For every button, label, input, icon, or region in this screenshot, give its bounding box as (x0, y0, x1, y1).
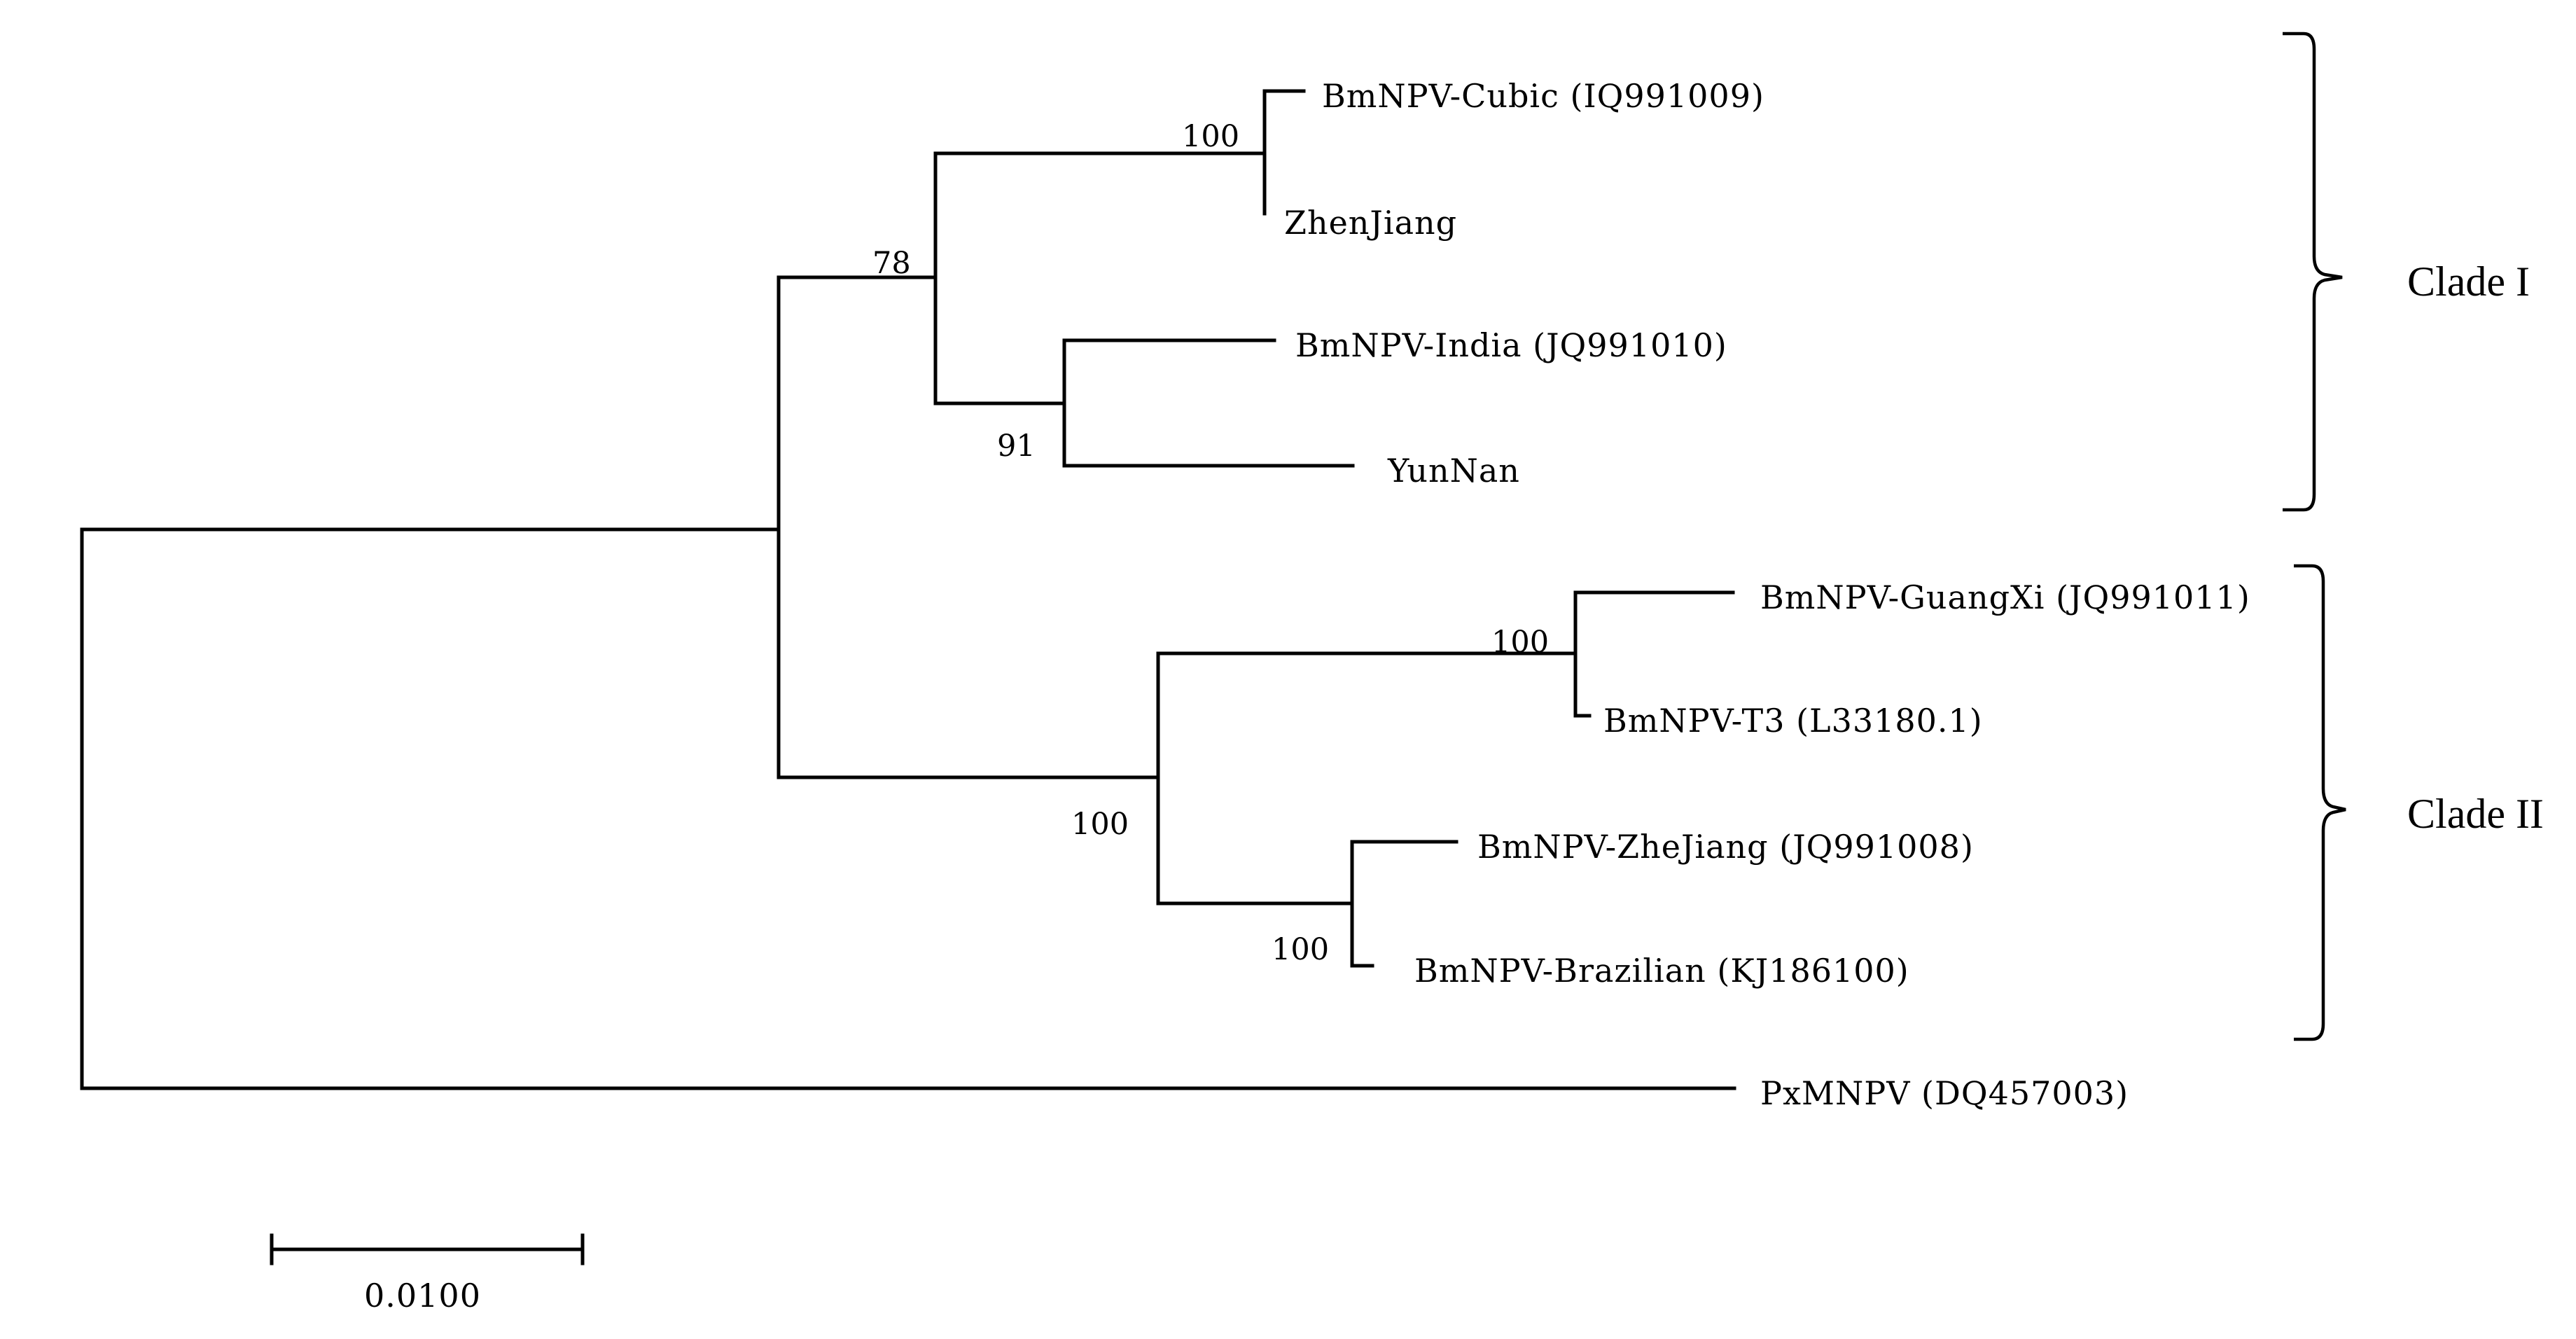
taxon-label-zhenjiang: ZhenJiang (1284, 204, 1457, 242)
clade1-label: Clade I (2407, 258, 2530, 305)
bootstrap-clade1-root: 78 (872, 246, 911, 281)
bootstrap-guangxi-t3: 100 (1491, 625, 1549, 660)
taxon-label-yunnan: YunNan (1387, 452, 1520, 490)
bootstrap-zhejiang-brazilian: 100 (1272, 932, 1329, 967)
clade2-bracket (2294, 564, 2346, 1041)
bootstrap-cubic-zhenjiang: 100 (1182, 119, 1239, 154)
taxon-label-t3: BmNPV-T3 (L33180.1) (1603, 702, 1983, 740)
taxon-label-brazilian: BmNPV-Brazilian (KJ186100) (1414, 952, 1909, 990)
clade1-bracket (2283, 32, 2343, 512)
taxon-label-cubic: BmNPV-Cubic (IQ991009) (1322, 77, 1764, 115)
bootstrap-india-yunnan: 91 (997, 429, 1036, 464)
clade2-label: Clade II (2407, 791, 2544, 837)
bootstrap-clade2-root: 100 (1071, 807, 1129, 842)
taxon-label-zhejiang: BmNPV-ZheJiang (JQ991008) (1477, 828, 1974, 866)
taxon-label-guangxi: BmNPV-GuangXi (JQ991011) (1760, 578, 2250, 616)
taxon-label-india: BmNPV-India (JQ991010) (1295, 326, 1727, 364)
scale-bar-label: 0.0100 (364, 1277, 481, 1314)
taxon-label-pxmnpv: PxMNPV (DQ457003) (1760, 1074, 2129, 1112)
